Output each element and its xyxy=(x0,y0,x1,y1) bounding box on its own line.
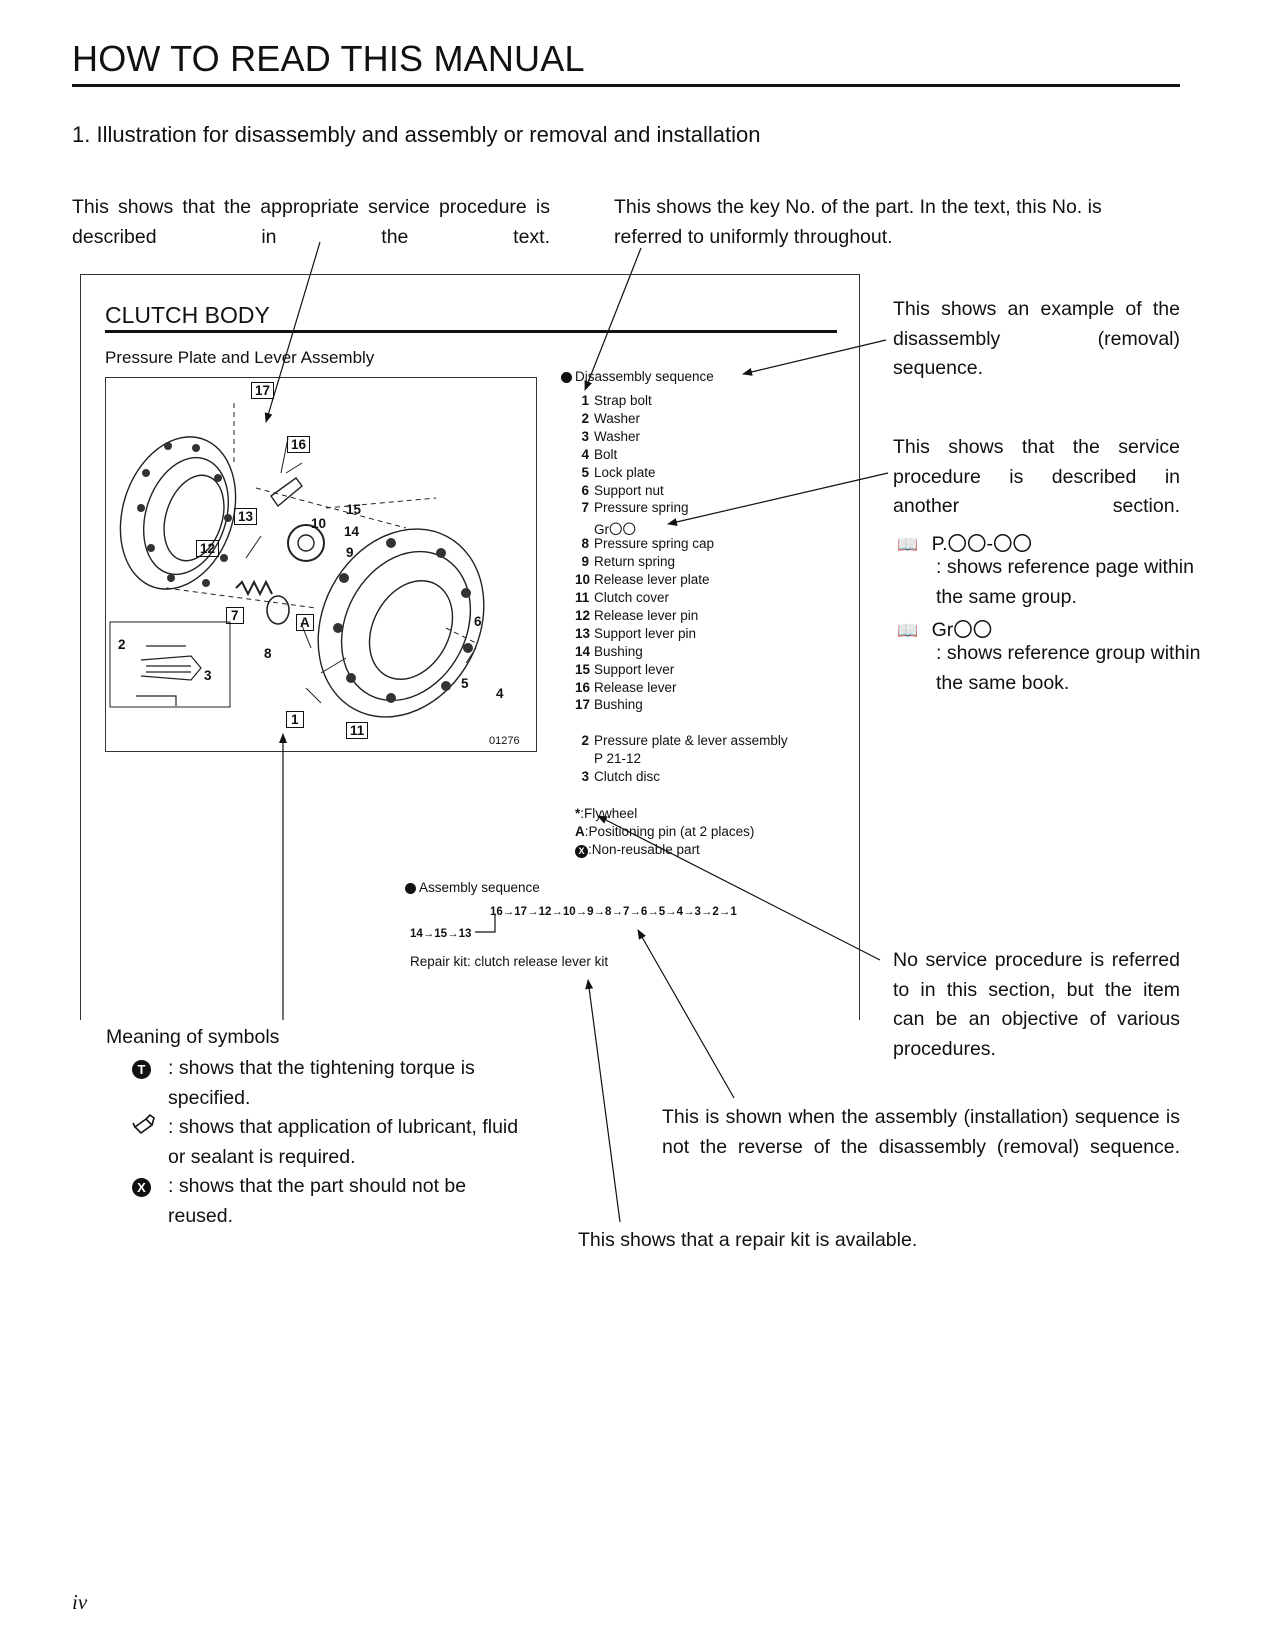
sample-subtitle: Pressure Plate and Lever Assembly xyxy=(105,348,375,367)
symbol-torque-row: T : shows that the tightening torque is … xyxy=(132,1054,522,1113)
part-number-label: 9 xyxy=(346,545,354,560)
note-disassembly-example: This shows an example of the disassembly… xyxy=(893,298,1180,379)
symbol-nonreusable-text: : shows that the part should not be reus… xyxy=(168,1175,467,1227)
symbol-lubricant-text: : shows that application of lubricant, f… xyxy=(168,1116,519,1168)
note-assembly-sequence: This is shown when the assembly (install… xyxy=(662,1106,1180,1158)
callout-a: A xyxy=(296,614,314,631)
torque-icon: T xyxy=(132,1060,151,1079)
disassembly-item: Gr〇〇 xyxy=(594,522,636,538)
part-number-label: 15 xyxy=(346,502,362,517)
legend-flywheel: *:Flywheel xyxy=(575,806,638,821)
assembly-sequence-line-1: 16→17→12→10→9→8→7→6→5→4→3→2→1 xyxy=(490,906,737,918)
ref-page-description: : shows reference page within the same g… xyxy=(936,556,1194,608)
sample-page-frame xyxy=(80,274,860,1020)
bullet-icon xyxy=(405,882,416,894)
ref-group-description: : shows reference group within the same … xyxy=(936,642,1201,694)
part-number-label: 10 xyxy=(311,516,327,531)
callout-13: 13 xyxy=(234,508,258,525)
non-reusable-icon: X xyxy=(132,1178,151,1197)
symbol-torque-text: : shows that the tightening torque is sp… xyxy=(168,1057,475,1109)
book-icon: 📖 xyxy=(897,535,919,554)
symbol-nonreusable-row: X : shows that the part should not be re… xyxy=(132,1172,522,1231)
note-no-service-procedure: No service procedure is referred to in t… xyxy=(893,949,1180,1060)
page-title: HOW TO READ THIS MANUAL xyxy=(72,38,585,79)
ref-page-label: P.〇〇-〇〇 xyxy=(931,533,1032,555)
title-rule xyxy=(72,84,1180,87)
figure-code: 01276 xyxy=(489,735,520,747)
legend-positioning-pin: A:Positioning pin (at 2 places) xyxy=(575,824,755,839)
part-number-label: 5 xyxy=(461,676,469,691)
note-service-procedure: This shows that the appropriate service … xyxy=(72,196,550,248)
section-heading: 1. Illustration for disassembly and asse… xyxy=(72,122,761,147)
callout-7: 7 xyxy=(226,607,244,624)
callout-17: 17 xyxy=(251,382,275,399)
part-number-label: 3 xyxy=(204,668,212,683)
part-number-label: 6 xyxy=(474,614,482,629)
ref-group-label: Gr〇〇 xyxy=(931,619,993,641)
note-repair-kit: This shows that a repair kit is availabl… xyxy=(578,1229,918,1251)
disassembly-extra-item: P 21-12 xyxy=(594,751,642,767)
lubricant-can-icon xyxy=(132,1113,155,1135)
ref-page-row: 📖 P.〇〇-〇〇 xyxy=(897,527,1032,556)
bullet-icon xyxy=(561,371,572,383)
sample-title: CLUTCH BODY xyxy=(105,302,270,328)
note-other-section: This shows that the service procedure is… xyxy=(893,436,1180,517)
symbols-title: Meaning of symbols xyxy=(106,1026,280,1048)
book-icon: 📖 xyxy=(897,621,919,640)
repair-kit-line: Repair kit: clutch release lever kit xyxy=(410,954,609,969)
part-number-label: 4 xyxy=(496,686,504,701)
assembly-heading: Assembly sequence xyxy=(405,880,540,895)
callout-11: 11 xyxy=(346,722,369,739)
symbol-lubricant-row: : shows that application of lubricant, f… xyxy=(132,1113,522,1172)
exploded-view-figure: 17 16 13 12 7 A 1 11 10 15 14 9 8 6 5 4 … xyxy=(105,377,537,752)
ref-group-row: 📖 Gr〇〇 xyxy=(897,613,992,642)
note-key-number: This shows the key No. of the part. In t… xyxy=(614,196,1102,248)
callout-1: 1 xyxy=(286,711,304,728)
part-number-label: 8 xyxy=(264,646,272,661)
part-number-label: 14 xyxy=(344,524,360,539)
part-number-label: 2 xyxy=(118,637,126,652)
clutch-diagram xyxy=(109,403,485,718)
page-number: iv xyxy=(72,1590,88,1614)
sample-title-rule xyxy=(105,330,837,333)
assembly-sequence-line-2: 14→15→13 xyxy=(410,928,472,940)
callout-16: 16 xyxy=(287,436,311,453)
disassembly-heading: Disassembly sequence xyxy=(561,369,714,384)
callout-12: 12 xyxy=(196,540,220,557)
